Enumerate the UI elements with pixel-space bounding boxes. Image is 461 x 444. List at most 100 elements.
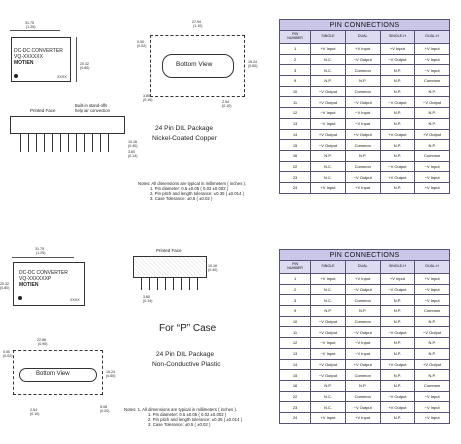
- pin-number-cell: 22: [278, 160, 312, 173]
- pin-function-cell: +V Input: [414, 273, 450, 285]
- pin-function-cell: N.P.: [414, 347, 450, 360]
- pin-function-cell: N.P.: [344, 75, 381, 87]
- pin-function-cell: −V Input: [414, 294, 450, 307]
- pin-function-cell: −V Input: [414, 53, 450, 66]
- bottom-hdr-single-h: SINGLE-H: [379, 260, 416, 274]
- top-hdr-dual-h: DUAL-H: [414, 30, 450, 44]
- pin-number-cell: 1: [278, 43, 312, 55]
- top-side-a-in-dim: (0.02): [137, 44, 147, 48]
- table-row: 1+V Input+V Input+V Input+V Input: [278, 273, 450, 285]
- top-hdr-single-h: SINGLE-H: [379, 30, 416, 44]
- bot-height-dim: 20.32: [0, 282, 9, 286]
- bot-width-in-dim: (1.25): [36, 251, 46, 255]
- pin-function-cell: Common: [414, 75, 450, 87]
- pin-function-cell: N.C.: [310, 171, 346, 183]
- top-bottom-view-inner: [162, 54, 234, 78]
- pin-function-cell: N.C.: [310, 390, 346, 403]
- pin-function-cell: +V Output: [310, 326, 346, 339]
- pin-number-cell: 9: [278, 305, 312, 317]
- pin-function-cell: +V Input: [344, 411, 381, 424]
- pin-function-cell: +V Output: [414, 128, 450, 141]
- pin-function-cell: −V Output: [310, 369, 346, 381]
- bot-side-h-in-dim: (0.40): [208, 268, 218, 272]
- pin-function-cell: −V Output: [344, 53, 381, 66]
- pin-function-cell: N.P.: [414, 139, 450, 151]
- pin-function-cell: Common: [414, 379, 450, 392]
- pin-function-cell: −V Input: [310, 337, 346, 349]
- top-height-line: [76, 37, 77, 82]
- top-side-leads: [20, 134, 115, 152]
- pin-function-cell: N.P.: [310, 379, 346, 392]
- pin-function-cell: N.P.: [344, 305, 381, 317]
- pin-function-cell: N.P.: [379, 75, 416, 87]
- pin-function-cell: −V Output: [310, 139, 346, 151]
- pin-function-cell: Common: [344, 315, 381, 328]
- top-pkg-sub: Nickel-Coated Copper: [152, 135, 217, 142]
- pin-function-cell: +V Input: [310, 273, 346, 285]
- pin-function-cell: +V Input: [344, 273, 381, 285]
- pin-function-cell: N.P.: [379, 305, 416, 317]
- pin-function-cell: −V Input: [414, 390, 450, 403]
- top-foot-in-dim: (0.15): [143, 98, 153, 102]
- pin-number-cell: 12: [278, 107, 312, 119]
- bot-width-line: [12, 257, 74, 258]
- pin-number-cell: 2: [278, 53, 312, 66]
- pin-function-cell: N.P.: [310, 305, 346, 317]
- top-side-b-dim: 15.24: [248, 60, 257, 64]
- pin-function-cell: N.C.: [310, 53, 346, 66]
- top-side-a-dim: 0.50: [137, 40, 144, 44]
- bot-pinrow-dim: 22.86: [37, 338, 46, 342]
- pin-number-cell: 24: [278, 181, 312, 194]
- table-row: 14+V Output+V Output+V Output+V Output: [278, 358, 450, 371]
- pin-function-cell: N.P.: [379, 149, 416, 162]
- pin-function-cell: −V Input: [414, 64, 450, 77]
- pin-function-cell: +V Input: [310, 411, 346, 424]
- bot-lead-in-dim: (0.14): [143, 299, 153, 303]
- bot-front-view: [13, 262, 85, 306]
- pin-function-cell: N.P.: [379, 369, 416, 381]
- top-module-line1: DC-DC CONVERTER: [14, 48, 63, 54]
- top-pin1-dot: [14, 74, 18, 78]
- top-module-brand: MOTIEN: [14, 60, 34, 66]
- pin-function-cell: −V Output: [379, 96, 416, 109]
- pin-number-cell: 3: [278, 294, 312, 307]
- bot-side-leads: [141, 278, 199, 290]
- pin-number-cell: 9: [278, 75, 312, 87]
- top-side-lead-in-dim: (0.14): [128, 154, 138, 158]
- pin-number-cell: 2: [278, 283, 312, 296]
- pin-function-cell: Common: [344, 294, 381, 307]
- top-pitch-dim: 2.54: [222, 100, 229, 104]
- pin-function-cell: +V Input: [310, 181, 346, 194]
- bot-note-0: Notes: 1. All dimensions are typical in …: [124, 407, 237, 412]
- bottom-hdr-dual: DUAL: [344, 260, 381, 274]
- top-pinrow-in-dim: (1.10): [193, 24, 203, 28]
- top-pin-table-title: PIN CONNECTIONS: [279, 19, 450, 31]
- pin-function-cell: N.P.: [379, 117, 416, 130]
- top-note-3: 3. Case Tolerance: ±0.5 ( ±0.02 ): [150, 196, 213, 201]
- pin-function-cell: N.P.: [379, 181, 416, 194]
- bot-pkg-sub: Non-Conductive Plastic: [152, 361, 221, 368]
- pin-function-cell: −V Input: [414, 401, 450, 413]
- pin-number-cell: 23: [278, 171, 312, 183]
- top-module-code: XXXX: [57, 75, 67, 79]
- pin-number-cell: 24: [278, 411, 312, 424]
- bot-side-a-in-dim: (0.02): [3, 354, 13, 358]
- pin-function-cell: N.P.: [414, 85, 450, 98]
- pin-number-cell: 3: [278, 64, 312, 77]
- pin-function-cell: −V Output: [344, 171, 381, 183]
- bot-bottom-view: [13, 350, 103, 395]
- table-row: 11+V Output−V Output−V Output−V Output: [278, 96, 450, 109]
